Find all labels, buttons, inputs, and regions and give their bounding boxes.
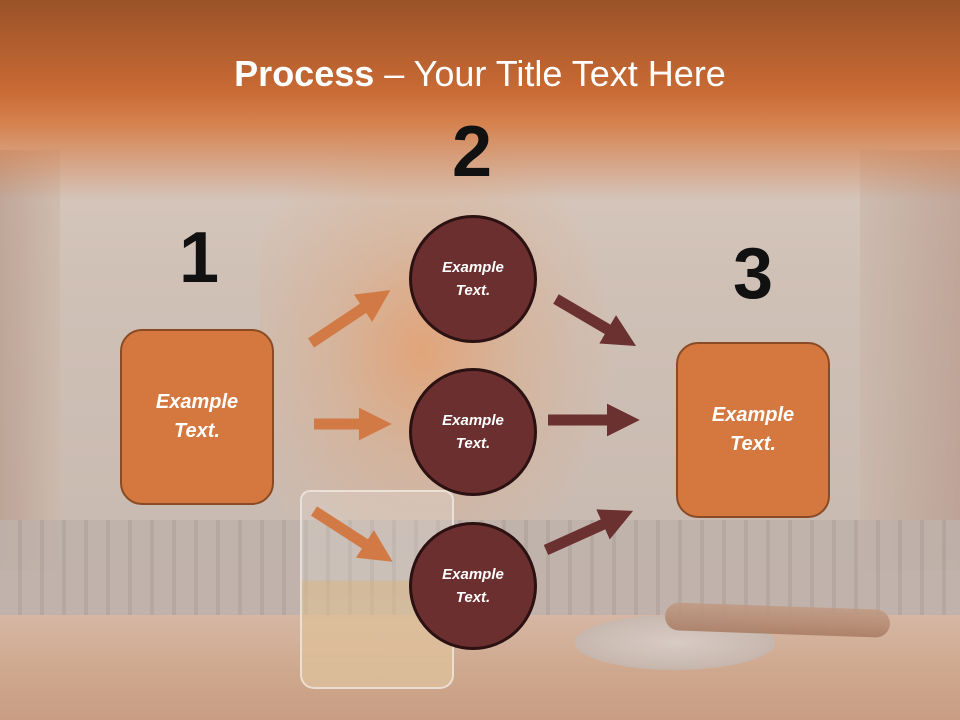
slide-title: Process – Your Title Text Here (0, 52, 960, 96)
step-2-circle-top[interactable]: Example Text. (409, 215, 537, 343)
arrow-from-circle-bottom (543, 509, 634, 556)
arrow-to-circle-top (307, 290, 391, 348)
arrow-to-circle-bottom (311, 506, 393, 562)
background-post-left (0, 150, 60, 570)
circle-top-text: Example Text. (442, 259, 504, 299)
step-2-circle-bottom[interactable]: Example Text. (409, 522, 537, 650)
step-number-2: 2 (451, 112, 493, 192)
step-3-box[interactable]: Example Text. (676, 342, 830, 518)
title-rest: – Your Title Text Here (374, 53, 726, 94)
circle-middle-text: Example Text. (442, 412, 504, 452)
step-2-circle-middle[interactable]: Example Text. (409, 368, 537, 496)
title-bold: Process (234, 53, 375, 94)
header-band (0, 0, 960, 200)
background-post-right (860, 150, 960, 570)
arrow-from-circle-top (553, 294, 637, 347)
step-1-box[interactable]: Example Text. (120, 329, 274, 505)
step-number-3: 3 (732, 234, 774, 314)
step-number-1: 1 (178, 218, 220, 298)
circle-bottom-text: Example Text. (442, 566, 504, 606)
step-1-box-text: Example Text. (155, 391, 239, 442)
step-3-box-text: Example Text. (711, 404, 795, 455)
